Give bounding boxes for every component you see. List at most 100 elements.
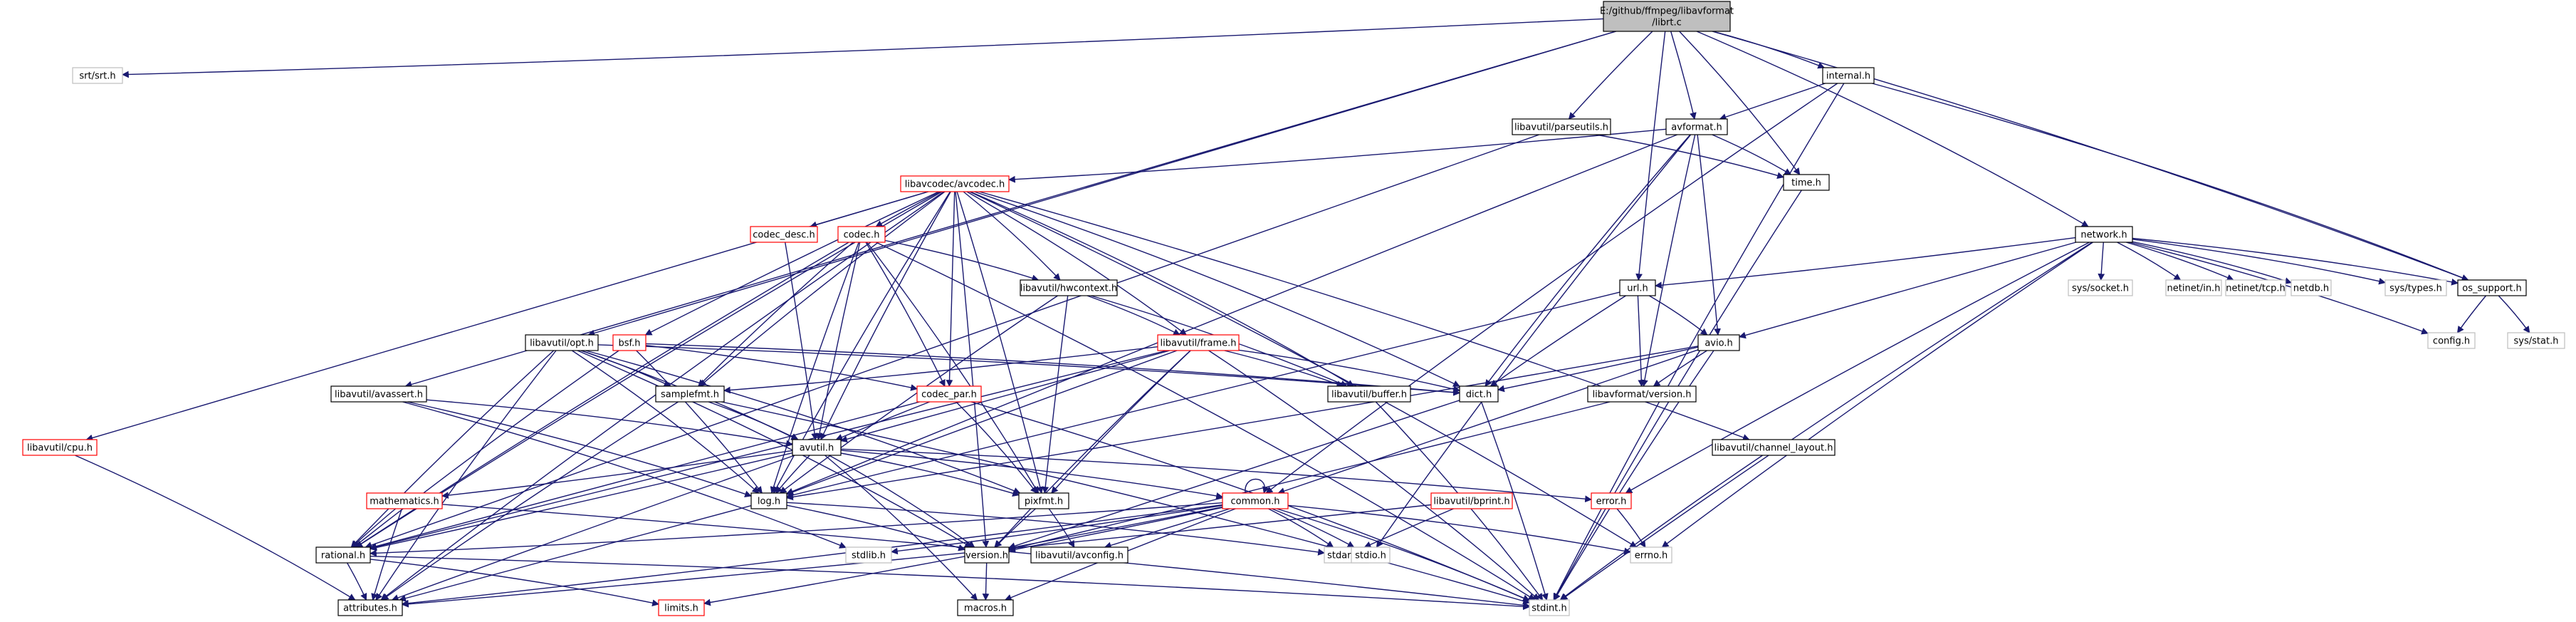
- file-node-errno: errno.h: [1630, 546, 1672, 564]
- file-node-bprint[interactable]: libavutil/bprint.h: [1430, 492, 1513, 509]
- edge-root-to-network: [1696, 31, 2089, 227]
- file-node-mathematics[interactable]: mathematics.h: [366, 492, 443, 509]
- file-node-codec_desc[interactable]: codec_desc.h: [750, 226, 818, 243]
- edge-frame-to-rational: [370, 350, 1167, 551]
- file-node-frame[interactable]: libavutil/frame.h: [1157, 334, 1240, 351]
- edge-samplefmt-to-avutil: [708, 401, 799, 440]
- file-node-avutil[interactable]: avutil.h: [792, 439, 842, 456]
- edge-pixfmt-to-version: [994, 508, 1036, 548]
- edge-internal-to-avformat: [1719, 83, 1826, 120]
- file-node-box: [2457, 279, 2527, 296]
- edge-opt-to-pixfmt: [585, 350, 1021, 494]
- file-node-error[interactable]: error.h: [1591, 492, 1632, 509]
- edge-avcodec-to-channel_layout: [979, 191, 1750, 441]
- file-node-limits[interactable]: limits.h: [658, 599, 705, 616]
- file-node-avcodec[interactable]: libavcodec/avcodec.h: [900, 175, 1010, 192]
- file-node-channel_layout[interactable]: libavutil/channel_layout.h: [1712, 439, 1836, 456]
- edge-avutil-to-macros: [824, 455, 978, 601]
- file-node-box: [2165, 279, 2222, 296]
- file-node-box: [750, 226, 818, 243]
- file-node-label: attributes.h: [343, 603, 397, 614]
- edge-avcodec-to-rational: [355, 191, 943, 548]
- file-node-network[interactable]: network.h: [2075, 226, 2133, 243]
- file-node-url[interactable]: url.h: [1619, 279, 1656, 296]
- edge-opt-to-dict: [597, 344, 1460, 396]
- edge-rational-to-attributes: [346, 562, 367, 601]
- file-node-socket: sys/socket.h: [2068, 279, 2133, 296]
- file-node-codec_par[interactable]: codec_par.h: [916, 385, 982, 403]
- file-node-box: [1157, 334, 1240, 351]
- file-node-parseutils[interactable]: libavutil/parseutils.h: [1512, 118, 1611, 135]
- edge-avio-to-avf_version: [1653, 350, 1707, 387]
- file-node-box: [2075, 226, 2133, 243]
- file-node-label: libavformat/version.h: [1593, 390, 1692, 400]
- file-node-avio[interactable]: avio.h: [1697, 334, 1740, 351]
- file-node-label: avutil.h: [800, 443, 834, 454]
- file-node-box: [1222, 492, 1289, 509]
- edge-frame-to-buffer: [1224, 350, 1344, 388]
- edge-avutil-to-attributes: [391, 455, 795, 601]
- file-node-label: codec.h: [844, 230, 880, 241]
- file-node-label: /librt.c: [1652, 18, 1682, 28]
- file-node-pixfmt[interactable]: pixfmt.h: [1018, 492, 1069, 509]
- file-node-samplefmt[interactable]: samplefmt.h: [655, 385, 725, 403]
- edge-avassert-to-stdlib: [402, 401, 847, 549]
- file-node-time[interactable]: time.h: [1783, 174, 1830, 191]
- file-node-box: [612, 334, 646, 351]
- edge-network-to-netin: [2117, 242, 2182, 281]
- file-node-codec[interactable]: codec.h: [837, 226, 886, 243]
- edge-hwcontext-to-frame: [1087, 295, 1180, 336]
- file-node-internal[interactable]: internal.h: [1822, 67, 1875, 84]
- file-node-types: sys/types.h: [2384, 279, 2447, 296]
- file-node-box: [1018, 492, 1069, 509]
- file-node-label: samplefmt.h: [661, 390, 719, 400]
- file-node-os_support[interactable]: os_support.h: [2457, 279, 2527, 296]
- file-node-version[interactable]: version.h: [964, 546, 1010, 564]
- file-node-box: [1591, 492, 1632, 509]
- file-node-hwcontext[interactable]: libavutil/hwcontext.h: [1020, 279, 1118, 296]
- edge-codec_par-to-pixfmt: [955, 401, 1037, 494]
- edge-network-to-netdb: [2132, 241, 2292, 284]
- edge-root-to-avformat: [1670, 31, 1697, 120]
- edge-avio-to-dict: [1497, 346, 1699, 393]
- file-node-common[interactable]: common.h: [1222, 492, 1289, 509]
- file-node-box: [1619, 279, 1656, 296]
- nodes-layer: E:/github/ffmpeg/libavformat/librt.c srt/…: [22, 1, 2565, 616]
- file-node-srt: srt/srt.h: [72, 67, 123, 84]
- edge-codec-to-hwcontext: [884, 239, 1040, 281]
- edge-opt-to-log: [572, 350, 760, 494]
- edge-common-to-stdint: [1277, 508, 1530, 601]
- file-node-buffer[interactable]: libavutil/buffer.h: [1327, 385, 1411, 403]
- file-node-box: [916, 385, 982, 403]
- file-node-rational[interactable]: rational.h: [315, 546, 371, 564]
- edge-frame-to-avutil: [840, 350, 1171, 443]
- file-node-label: libavutil/avassert.h: [335, 390, 423, 400]
- file-node-label: libavutil/frame.h: [1161, 338, 1237, 349]
- edge-network-to-avio: [1739, 242, 2076, 339]
- edge-common-to-rational: [370, 502, 1223, 557]
- edge-avio-to-common: [1277, 349, 1699, 494]
- file-node-label: stdlib.h: [852, 551, 886, 561]
- edge-avcodec-to-buffer: [970, 191, 1355, 387]
- file-node-avf_version[interactable]: libavformat/version.h: [1587, 385, 1697, 403]
- file-node-label: netinet/tcp.h: [2226, 284, 2286, 294]
- file-node-macros[interactable]: macros.h: [957, 599, 1014, 616]
- file-node-attributes[interactable]: attributes.h: [337, 599, 403, 616]
- edge-os_support-to-stat: [2498, 295, 2530, 333]
- file-node-opt[interactable]: libavutil/opt.h: [525, 334, 599, 351]
- file-node-cpu[interactable]: libavutil/cpu.h: [22, 439, 98, 456]
- edge-network-to-os_support: [2132, 237, 2459, 286]
- file-node-log[interactable]: log.h: [750, 492, 787, 509]
- edge-avformat-to-stdio: [1376, 134, 1692, 548]
- edge-frame-to-log: [786, 350, 1178, 496]
- edge-common-to-stdlib: [891, 504, 1223, 555]
- file-node-avconfig[interactable]: libavutil/avconfig.h: [1030, 546, 1129, 564]
- file-node-avformat[interactable]: avformat.h: [1665, 118, 1728, 135]
- edge-bprint-to-stdarg: [1363, 508, 1454, 548]
- file-node-root[interactable]: E:/github/ffmpeg/libavformat/librt.c: [1600, 1, 1734, 32]
- file-node-avassert[interactable]: libavutil/avassert.h: [330, 385, 427, 403]
- file-node-bsf[interactable]: bsf.h: [612, 334, 646, 351]
- file-node-dict[interactable]: dict.h: [1459, 385, 1499, 403]
- edge-common-to-attributes: [402, 504, 1223, 607]
